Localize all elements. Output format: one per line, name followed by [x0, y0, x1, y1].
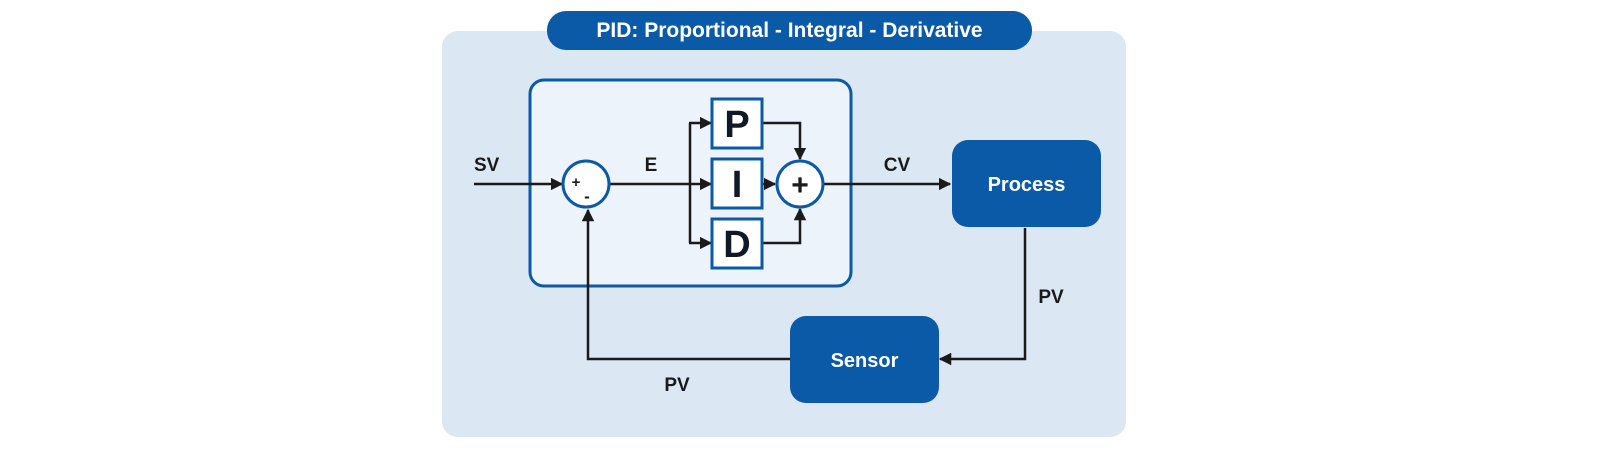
- pv-label-bottom: PV: [664, 375, 690, 396]
- summing-junction: + -: [561, 159, 611, 209]
- term-d-label: D: [723, 224, 750, 266]
- process-label: Process: [988, 174, 1066, 196]
- term-d-block: D: [710, 217, 764, 270]
- term-i-label: I: [732, 164, 743, 206]
- sensor-block: Sensor: [790, 316, 939, 403]
- term-p-block: P: [710, 97, 764, 150]
- term-i-block: I: [710, 157, 764, 210]
- adder-plus-sign: +: [791, 169, 809, 202]
- adder-junction: +: [775, 159, 825, 209]
- title-banner: PID: Proportional - Integral - Derivativ…: [547, 11, 1032, 50]
- cv-label: CV: [884, 155, 911, 176]
- sv-label: SV: [474, 155, 500, 176]
- error-label: E: [645, 155, 658, 176]
- term-p-label: P: [724, 104, 749, 146]
- process-block: Process: [952, 140, 1101, 227]
- diagram-title: PID: Proportional - Integral - Derivativ…: [596, 19, 982, 42]
- d-out-wire: [762, 207, 807, 245]
- pv-wire-feedback: [581, 208, 790, 361]
- junction-minus-sign: -: [584, 187, 590, 206]
- pv-label-right: PV: [1038, 287, 1064, 308]
- p-out-wire: [762, 121, 807, 161]
- junction-plus-sign: +: [572, 174, 581, 191]
- pv-wire-right: [938, 228, 1027, 366]
- sensor-label: Sensor: [831, 350, 899, 372]
- signal-wires: [474, 116, 1027, 366]
